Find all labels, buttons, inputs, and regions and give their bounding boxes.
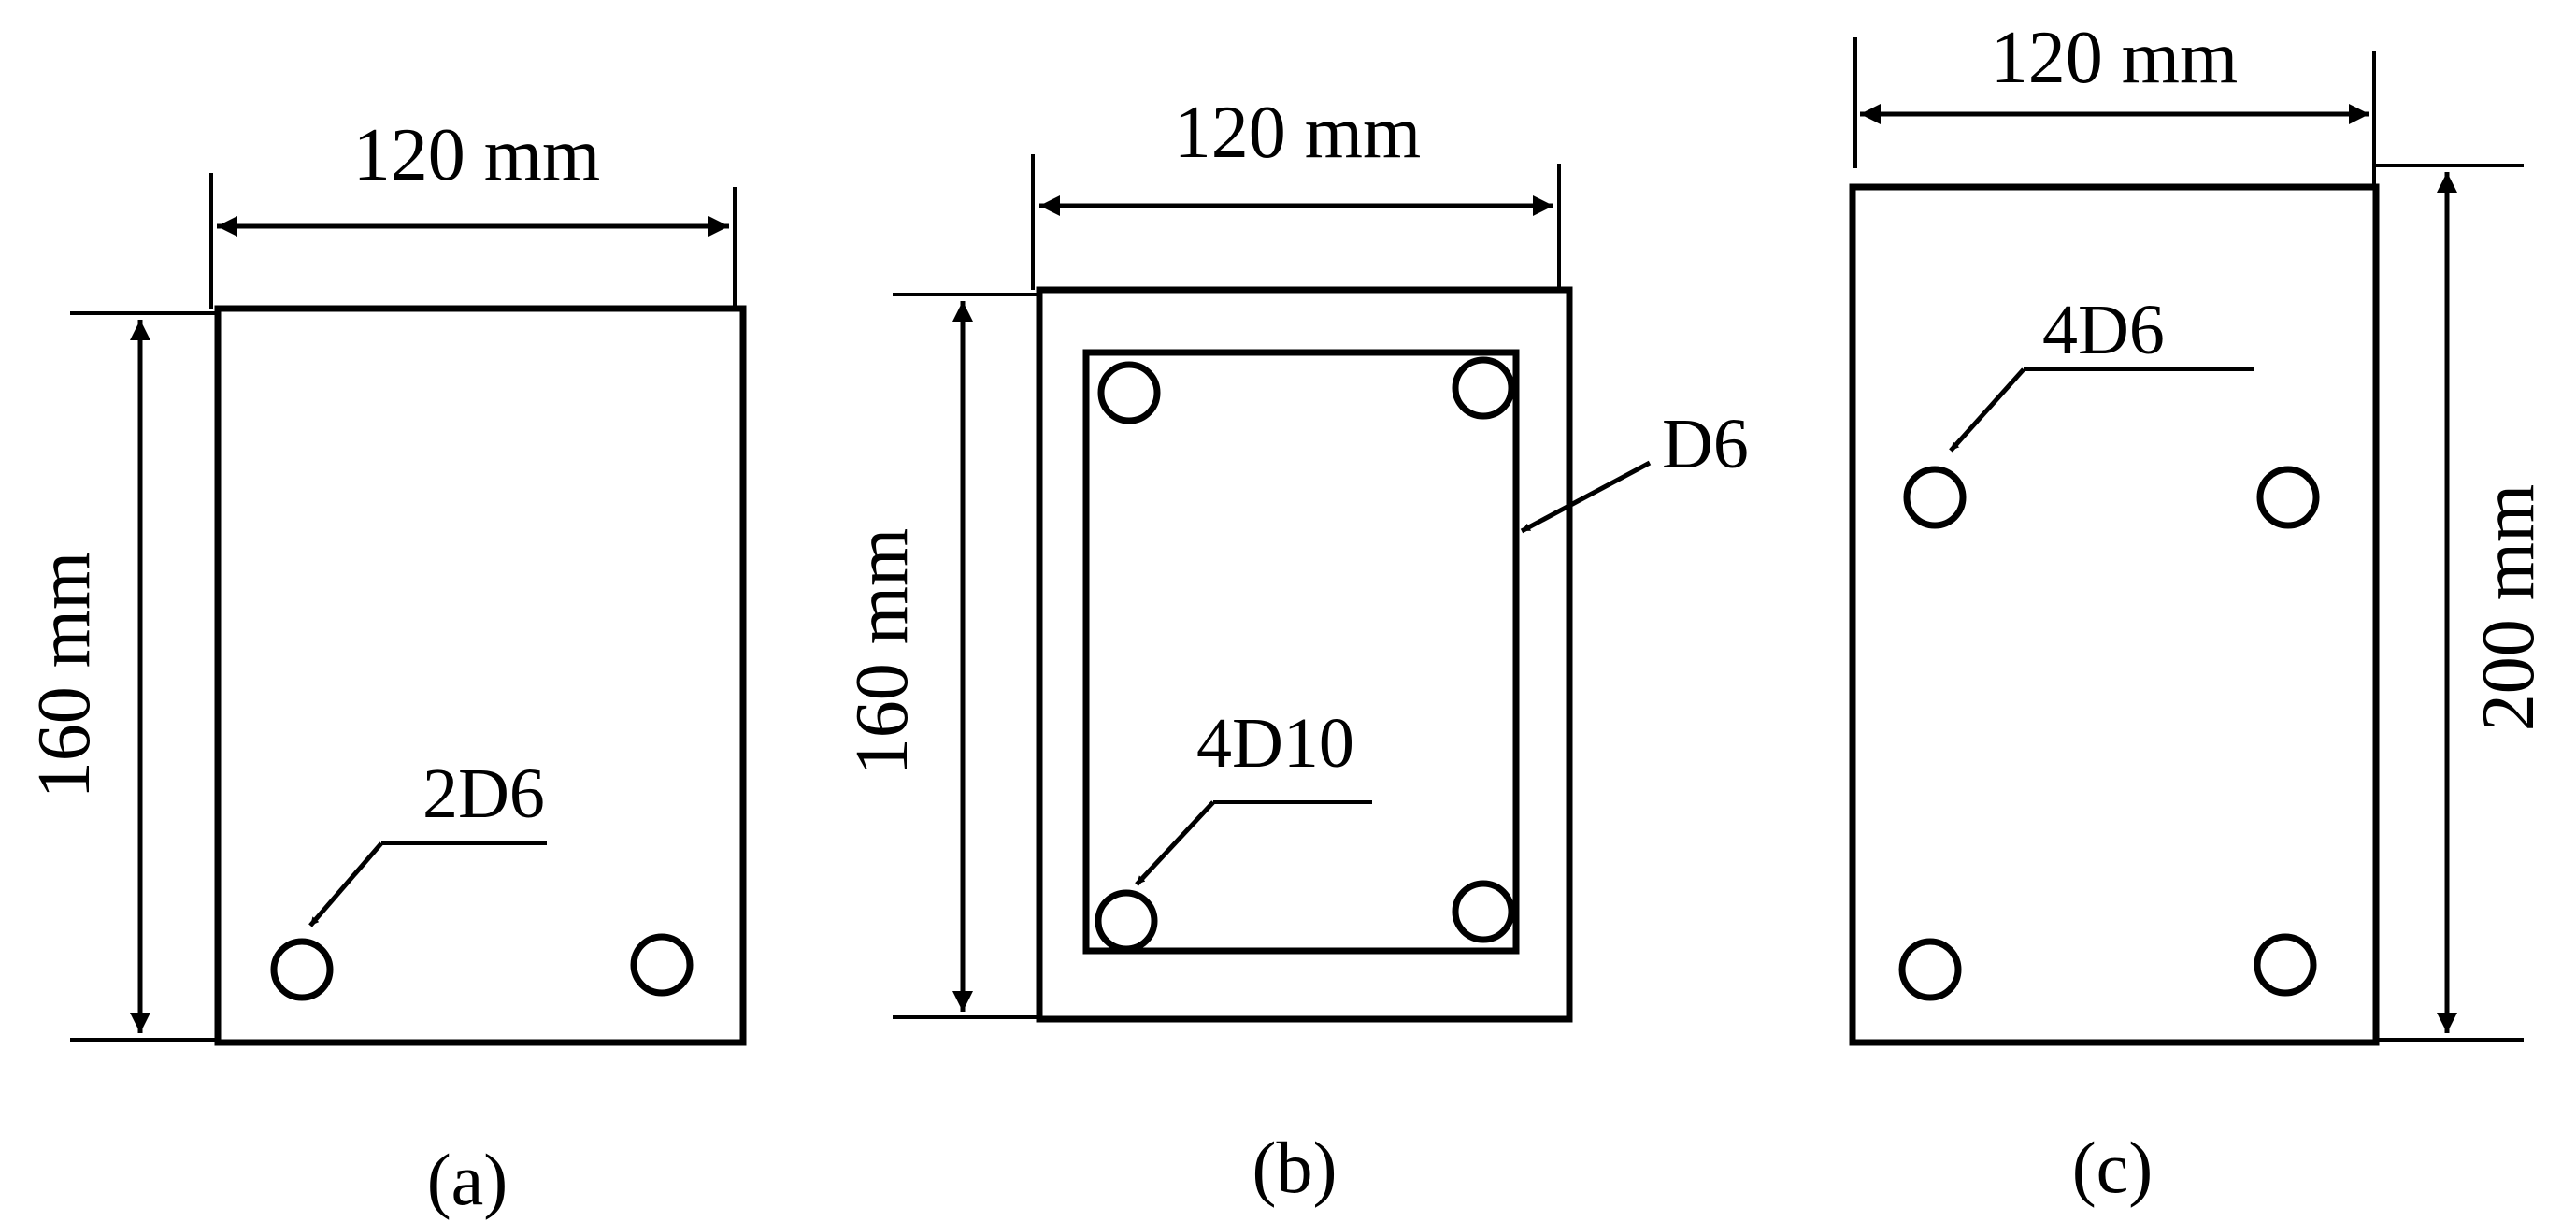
section-a-height-label: 160 mm bbox=[23, 552, 106, 798]
section-c-rebar bbox=[1898, 938, 1962, 1001]
section-b-rebar bbox=[1095, 889, 1158, 953]
section-a-caption: (a) bbox=[427, 1139, 508, 1220]
section-b-rebar bbox=[1452, 880, 1515, 943]
section-b-caption: (b) bbox=[1252, 1127, 1338, 1208]
section-c: 120 mm 200 mm 4D6 (c) bbox=[1849, 17, 2550, 1208]
section-a-rebar bbox=[270, 938, 334, 1001]
section-b-stirrup bbox=[1082, 349, 1520, 955]
section-b: 120 mm 160 mm 4D10 D6 (b) bbox=[841, 92, 1749, 1208]
section-c-rebar bbox=[2254, 933, 2317, 997]
section-c-caption: (c) bbox=[2072, 1127, 2154, 1208]
section-a-rebar-leader-arrow bbox=[308, 841, 383, 927]
section-b-stirrup-label: D6 bbox=[1662, 405, 1749, 483]
section-a-rebar-label: 2D6 bbox=[422, 755, 545, 833]
section-b-stirrup-leader-arrow bbox=[1520, 460, 1652, 534]
section-b-width-label: 120 mm bbox=[1174, 92, 1421, 174]
section-c-rebar bbox=[2256, 466, 2320, 529]
section-b-outline bbox=[1036, 286, 1573, 1023]
section-c-rebar-leader-arrow bbox=[1949, 367, 2025, 453]
section-b-rebar bbox=[1452, 356, 1515, 420]
section-a: 120 mm 160 mm 2D6 (a) bbox=[23, 114, 747, 1220]
section-c-rebar-label: 4D6 bbox=[2042, 291, 2165, 369]
section-c-outline bbox=[1849, 183, 2380, 1046]
section-c-width-label: 120 mm bbox=[1991, 17, 2238, 99]
section-a-width-label: 120 mm bbox=[353, 114, 600, 196]
section-c-height-label: 200 mm bbox=[2468, 484, 2550, 731]
section-b-rebar bbox=[1097, 361, 1161, 424]
section-a-outline bbox=[214, 305, 747, 1046]
section-b-rebar-label: 4D10 bbox=[1196, 704, 1354, 783]
section-b-rebar-leader-arrow bbox=[1135, 800, 1215, 886]
section-a-rebar bbox=[630, 933, 694, 997]
section-c-rebar bbox=[1903, 466, 1967, 529]
section-b-height-label: 160 mm bbox=[841, 528, 923, 775]
